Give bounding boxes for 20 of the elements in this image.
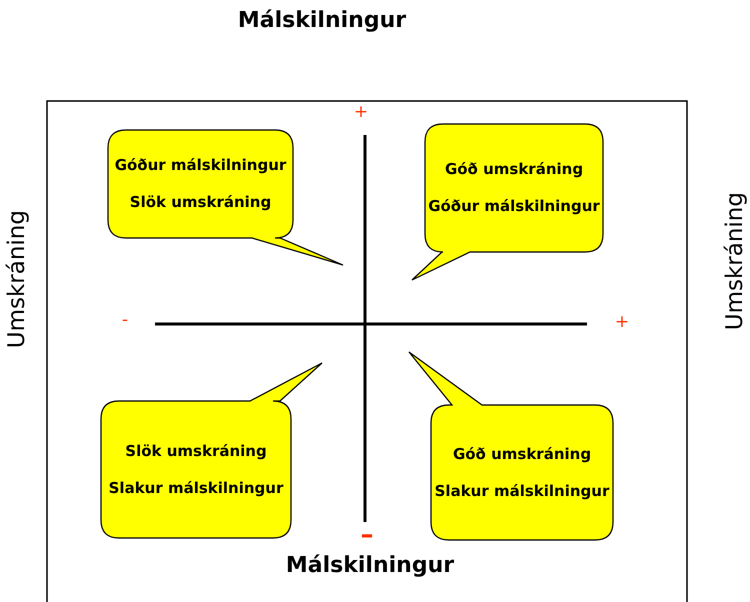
axis-title: Málskilningur	[286, 553, 454, 578]
speech-bubble	[408, 351, 614, 541]
axis-title: Umskráning	[4, 210, 30, 348]
plus-sign: +	[614, 312, 630, 332]
minus-sign: -	[122, 310, 128, 330]
speech-bubble	[107, 129, 344, 266]
bubble-text: Slök umskráning	[130, 192, 272, 213]
bubble-text: Góður málskilningur	[428, 196, 600, 217]
bubble-text: Slakur málskilningur	[108, 478, 284, 498]
bubble-text: Góð umskráning	[452, 444, 592, 464]
plus-sign: +	[354, 102, 368, 122]
bubble-text: Góð umskráning	[444, 159, 584, 180]
axis-title: Umskráning	[722, 192, 748, 330]
bubble-text: Góður málskilningur	[114, 155, 286, 176]
bubble-text: Slök umskráning	[125, 440, 267, 462]
speech-bubble	[411, 123, 604, 281]
axis-title: Málskilningur	[238, 8, 406, 33]
bubble-text: Slakur málskilningur	[434, 480, 610, 502]
speech-bubble	[100, 362, 323, 539]
minus-sign: –	[360, 520, 374, 550]
